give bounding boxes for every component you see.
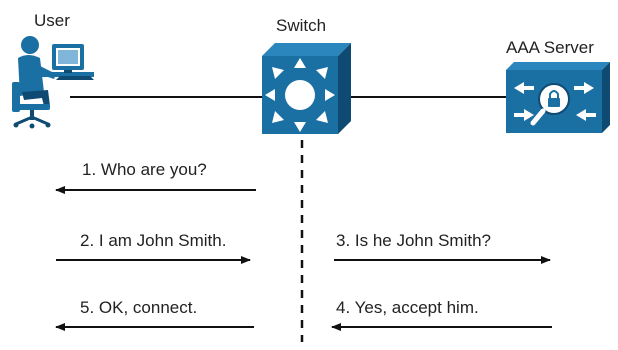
message-3: 3. Is he John Smith?	[336, 231, 491, 250]
user-at-computer-icon	[12, 36, 94, 129]
message-4: 4. Yes, accept him.	[336, 298, 479, 317]
message-2: 2. I am John Smith.	[80, 231, 227, 250]
switch-label: Switch	[276, 16, 327, 35]
switch-icon	[262, 43, 351, 134]
aaa-server-icon	[506, 62, 610, 133]
message-5: 5. OK, connect.	[80, 298, 198, 317]
user-label: User	[34, 11, 70, 30]
message-1: 1. Who are you?	[82, 160, 207, 179]
aaa-server-label: AAA Server	[506, 38, 594, 57]
